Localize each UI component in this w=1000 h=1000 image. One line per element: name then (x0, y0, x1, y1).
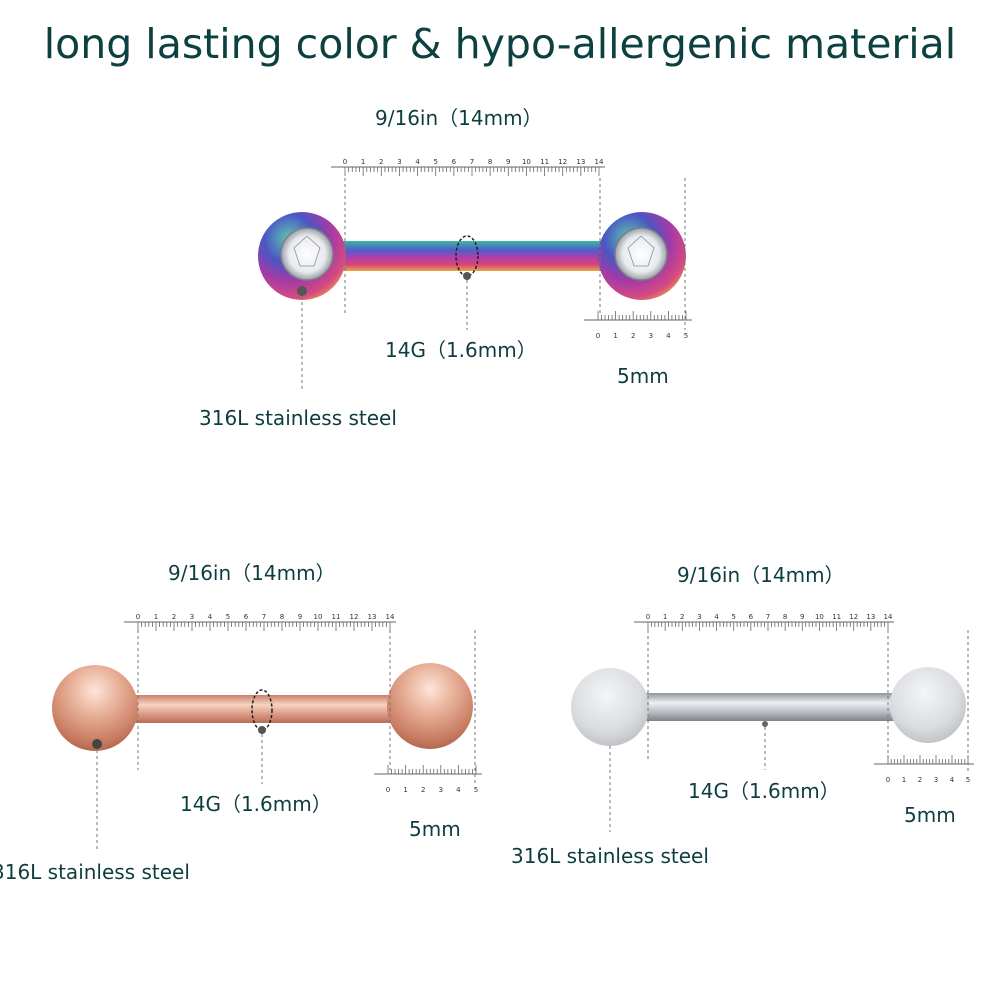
ruler-tick-label: 5 (966, 776, 970, 784)
ruler-tick-label: 5 (474, 786, 478, 794)
ruler-tick-label: 2 (421, 786, 425, 794)
ruler-tick-label: 2 (379, 158, 383, 166)
length-label: 9/16in（14mm） (168, 561, 336, 585)
ruler-tick-label: 14 (884, 613, 893, 621)
ruler-tick-label: 13 (368, 613, 377, 621)
ruler-tick-label: 1 (403, 786, 407, 794)
barbell-ball-left (52, 665, 138, 751)
ruler-tick-label: 6 (452, 158, 457, 166)
gauge-label: 14G（1.6mm） (385, 338, 537, 362)
barbell-bar (120, 695, 410, 723)
ruler-tick-label: 2 (172, 613, 176, 621)
crystal-gem-right (614, 227, 668, 281)
ruler-tick-label: 4 (666, 332, 671, 340)
ruler-tick-label: 3 (397, 158, 401, 166)
ruler-tick-label: 1 (154, 613, 158, 621)
ruler-tick-label: 10 (815, 613, 824, 621)
length-label: 9/16in（14mm） (375, 106, 543, 130)
ruler-tick-label: 5 (731, 613, 735, 621)
material-label: 316L stainless steel (0, 860, 190, 884)
ruler-tick-label: 8 (488, 158, 492, 166)
ruler-tick-label: 4 (415, 158, 420, 166)
ruler: 0 1 2 3 4 5 (374, 765, 482, 794)
ruler-tick-label: 9 (800, 613, 804, 621)
barbell-bar (332, 241, 612, 271)
ruler-tick-label: 5 (684, 332, 688, 340)
material-marker-dot (297, 286, 307, 296)
ruler-tick-label: 10 (522, 158, 531, 166)
ruler-tick-label: 3 (190, 613, 194, 621)
ruler-tick-label: 14 (595, 158, 604, 166)
ruler-tick-label: 13 (576, 158, 585, 166)
ruler-tick-label: 5 (226, 613, 230, 621)
ruler-tick-label: 6 (244, 613, 249, 621)
ruler-tick-label: 3 (934, 776, 938, 784)
ruler-tick-label: 0 (596, 332, 600, 340)
gauge-marker-ellipse (251, 689, 273, 731)
ruler-tick-label: 2 (631, 332, 635, 340)
ruler-tick-label: 3 (439, 786, 443, 794)
ball-size-label: 5mm (904, 803, 956, 827)
ruler-tick-label: 2 (918, 776, 922, 784)
ruler-tick-label: 7 (262, 613, 266, 621)
barbell-bar (640, 693, 905, 721)
ruler: 0 1 2 3 4 5 (874, 755, 974, 784)
ruler-tick-label: 1 (361, 158, 365, 166)
ruler-tick-label: 6 (749, 613, 754, 621)
crystal-gem-left (280, 227, 334, 281)
ruler-tick-label: 11 (540, 158, 549, 166)
gauge-label: 14G（1.6mm） (688, 779, 840, 803)
barbell-rose-gold (52, 630, 476, 850)
ruler-tick-label: 8 (280, 613, 284, 621)
ruler-tick-label: 3 (697, 613, 701, 621)
ruler-tick-label: 7 (470, 158, 474, 166)
ruler-tick-label: 0 (646, 613, 650, 621)
ruler-tick-label: 9 (298, 613, 302, 621)
material-label: 316L stainless steel (511, 844, 709, 868)
barbell-rainbow (258, 178, 686, 392)
ruler: 0 1 2 3 4 5 (584, 311, 692, 340)
ball-size-label: 5mm (617, 364, 669, 388)
ruler-tick-label: 10 (314, 613, 323, 621)
ruler-tick-label: 12 (350, 613, 359, 621)
gauge-label: 14G（1.6mm） (180, 792, 332, 816)
length-label: 9/16in（14mm） (677, 563, 845, 587)
ruler-tick-label: 0 (136, 613, 140, 621)
page-title: long lasting color & hypo-allergenic mat… (43, 20, 957, 68)
ruler-tick-label: 5 (433, 158, 437, 166)
ruler-tick-label: 13 (866, 613, 875, 621)
barbell-ball-right (387, 663, 473, 749)
ruler-tick-label: 1 (902, 776, 906, 784)
ruler-tick-label: 4 (208, 613, 213, 621)
ball-size-label: 5mm (409, 817, 461, 841)
ruler-tick-label: 1 (663, 613, 667, 621)
barbell-ball-right (890, 667, 966, 743)
ruler-tick-label: 11 (832, 613, 841, 621)
ruler-tick-label: 8 (783, 613, 787, 621)
ruler-tick-label: 4 (714, 613, 719, 621)
ruler-tick-label: 0 (386, 786, 390, 794)
material-label: 316L stainless steel (199, 406, 397, 430)
barbell-ball-left (571, 668, 649, 746)
material-marker-dot (92, 739, 102, 749)
ruler-tick-label: 9 (506, 158, 510, 166)
ruler-tick-label: 3 (649, 332, 653, 340)
ruler-tick-label: 11 (332, 613, 341, 621)
ruler-tick-label: 4 (456, 786, 461, 794)
barbell-silver (571, 630, 969, 832)
ruler-tick-label: 0 (886, 776, 890, 784)
ruler-tick-label: 0 (343, 158, 347, 166)
ruler-tick-label: 4 (950, 776, 955, 784)
ruler-tick-label: 12 (849, 613, 858, 621)
ruler-tick-label: 7 (766, 613, 770, 621)
ruler-tick-label: 1 (613, 332, 617, 340)
ruler-tick-label: 2 (680, 613, 684, 621)
ruler-tick-label: 12 (558, 158, 567, 166)
ruler-tick-label: 14 (386, 613, 395, 621)
